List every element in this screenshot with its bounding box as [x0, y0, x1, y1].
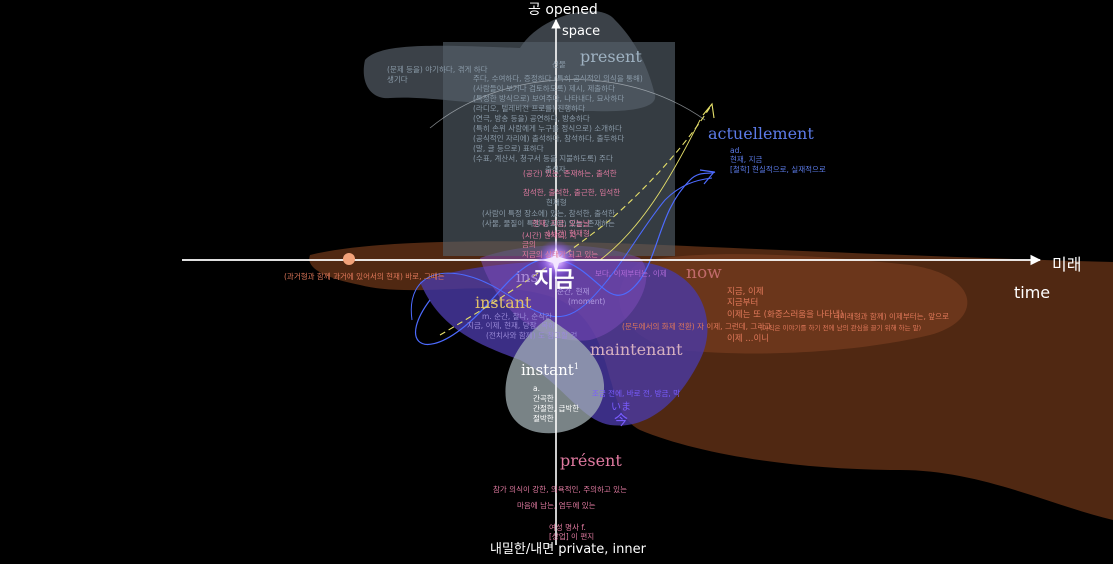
- past-note: (과거형과 함께 과거에 있어서의 현재) 바로, 그때는: [284, 272, 445, 281]
- present-top-line: (연극, 방송 등을) 공연하다, 방송하다: [473, 114, 590, 123]
- blue-swirl-line: [414, 171, 716, 346]
- maintenant-title: maintenant: [590, 340, 683, 359]
- present-top-line: (문제 등을) 야기하다, 겪게 하다: [387, 65, 488, 74]
- present-bottom-title: présent: [560, 451, 622, 470]
- present-box: [443, 42, 675, 256]
- present-top-line: (공식적인 자리에) 출석하다, 참석하다, 출두하다: [473, 134, 625, 143]
- present-top-line: (라디오, 텔레비전 프로를) 진행하다: [473, 104, 585, 113]
- present-bottom-line: [상업] 이 편지: [549, 532, 595, 541]
- present-top-line: 출석자: [545, 165, 566, 174]
- axis-right-label-2: time: [1014, 283, 1051, 302]
- maintenant-line: 지금, 이제: [727, 287, 764, 297]
- present-top-line: 현재, 지금, 오늘날: [532, 219, 590, 228]
- present-top-line: 현재형: [546, 198, 567, 207]
- center-star: [542, 246, 570, 274]
- center-label-now: now: [686, 263, 722, 283]
- present-top-line: (시간) 현재형: [547, 229, 590, 238]
- blue-arrow-head: [699, 169, 716, 185]
- past-dot: [343, 253, 355, 265]
- maintenant-line: 지금부터: [727, 298, 759, 308]
- maintenant-line: 이제는 또 (화중스러움을 나타냄): [727, 310, 844, 320]
- present-top-title: present: [580, 47, 642, 66]
- actuellement-line: 현재, 지금: [730, 155, 763, 164]
- maintenant-line: (문두에서의 화제 전환) 자 이제, 그런데, 그리고: [622, 322, 772, 331]
- instant-adj-title: instant1: [521, 361, 579, 379]
- yellow-arrow-2: [599, 119, 701, 261]
- present-top-line: (사물, 물질이 특정 장소에) 있는, 존재하는: [482, 219, 615, 228]
- present-bottom-line: 마음에 남는, 염두에 있는: [517, 501, 596, 510]
- present-top-line: (말, 글 등으로) 표하다: [473, 144, 544, 153]
- present-bottom-line: 여성 명사 f.: [549, 523, 586, 532]
- yellow-arrow-head: [702, 102, 715, 119]
- present-top-line: (특히 손위 사람에게 누구를 정식으로) 소개하다: [473, 124, 622, 133]
- actuellement-line: [철학] 현실적으로, 실재적으로: [730, 165, 826, 174]
- maintenant-line: (미래형과 함께) 이제부터는, 앞으로: [837, 312, 949, 321]
- present-top-line: 선물: [552, 60, 566, 69]
- present-top-line: 참석한, 출석한, 출근한, 임석한: [523, 188, 621, 197]
- instant-line: 지금, 이제, 현재, 당장, 목하: [467, 321, 556, 330]
- axis-top-label-2: space: [562, 24, 601, 39]
- present-top-line: (사람들이 보거나 검토하도록) 제시, 제출하다: [473, 84, 615, 93]
- present-top-line: (사람이 특정 장소에) 있는, 참석한, 출석한: [482, 209, 615, 218]
- center-label: 지금: [534, 268, 575, 293]
- instant-line: m. 순간, 찰나, 순식간: [482, 312, 552, 321]
- present-top-line: (특정한 방식으로) 보여주다, 나타내다, 묘사하다: [473, 94, 625, 103]
- grey-droplet-instant-adj: [505, 318, 605, 434]
- present-top-line: 생기다: [387, 75, 408, 84]
- yellow-dashed-arrow: [439, 103, 713, 336]
- center-label-jp: 今: [614, 413, 628, 429]
- present-top-line: 주다, 수여하다, 증정하다 (특히 공식적인 의식을 통해): [473, 74, 643, 83]
- instant-title: instant: [475, 293, 532, 312]
- present-top-line: (시간) 현재의, 지금의: [522, 231, 577, 249]
- instant-line: (moment): [568, 297, 606, 306]
- instant-line: (전치사와 함께) 도 참고할 것: [486, 331, 578, 340]
- instant-adj-line: 절박한: [533, 414, 554, 423]
- instant-adj-pos: a.: [533, 384, 540, 393]
- actuellement-pos: ad.: [730, 146, 742, 155]
- axis-top-label: 공 opened: [528, 2, 598, 18]
- instant-adj-line: 간곡한: [533, 394, 554, 403]
- now-line: 조금 전에, 바로 전, 방금, 막: [592, 389, 681, 398]
- present-top-line: 지금의 상태가 되고 있는: [522, 250, 599, 259]
- axis-bottom-label: 내밀한/내면 private, inner: [490, 542, 646, 557]
- instant-line: 순간, 현재: [557, 287, 590, 296]
- blue-swirl-line-2: [410, 177, 713, 321]
- center-label-jp-reading: いま: [611, 402, 631, 413]
- instant-adj-line: 간절한, 급박한: [533, 404, 580, 413]
- present-top-line: (수표, 계산서, 청구서 등을 지불하도록) 주다: [473, 154, 613, 163]
- actuellement-title: actuellement: [708, 124, 814, 143]
- present-top-line: (공간) 있는, 존재하는, 출석한: [523, 169, 617, 178]
- present-bottom-line: 참가 의식이 강한, 의욕적인, 주의하고 있는: [493, 485, 627, 494]
- axis-right-label: 미래: [1052, 255, 1082, 274]
- now-line: 보다, 이제부터는, 이제: [595, 269, 667, 278]
- instant-title-ghost: ins: [516, 268, 539, 286]
- arc-line: [429, 79, 706, 129]
- maintenant-line: 이제 ...이니: [727, 334, 770, 344]
- maintenant-line: (아직은 이야기를 하기 전에 남의 관심을 끌기 위해 하는 말): [760, 324, 922, 332]
